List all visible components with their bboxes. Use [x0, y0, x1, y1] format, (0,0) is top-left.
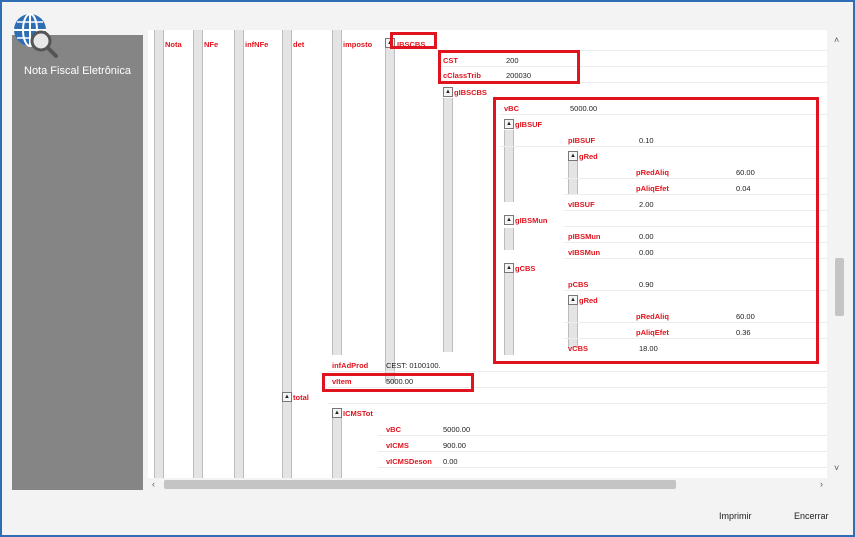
tree-bar: [332, 418, 342, 478]
field-vbc-value: 5000.00: [570, 104, 598, 113]
field-predaliq-label: pRedAliq: [636, 312, 669, 321]
field-vitem-label: vItem: [332, 377, 352, 386]
field-infadprod-value: CEST: 0100100.: [386, 361, 441, 370]
field-vicms-value: 900.00: [443, 441, 466, 450]
tree-bar: [282, 402, 292, 478]
tree-bar: [504, 228, 514, 250]
node-gibsuf[interactable]: gIBSUF: [515, 120, 543, 129]
node-total[interactable]: total: [293, 393, 309, 402]
tree-bar: [282, 30, 292, 478]
field-cclasstrib-value: 200030: [506, 71, 532, 80]
node-det[interactable]: det: [293, 40, 305, 49]
node-imposto[interactable]: imposto: [343, 40, 373, 49]
node-icmstot[interactable]: ICMSTot: [343, 409, 373, 418]
field-pibsuf-value: 0.10: [639, 136, 654, 145]
tree-bar: [568, 304, 578, 348]
field-vbc-label: vBC: [386, 425, 402, 434]
field-paliqefet-label: pAliqEfet: [636, 184, 669, 193]
field-pcbs-label: pCBS: [568, 280, 589, 289]
field-pibsmun-label: pIBSMun: [568, 232, 601, 241]
field-predaliq-value: 60.00: [736, 312, 755, 321]
field-vitem-value: 5000.00: [386, 377, 414, 386]
highlight-box: [322, 373, 474, 392]
field-vcbs-value: 18.00: [639, 344, 658, 353]
field-vibsuf-label: vIBSUF: [568, 200, 595, 209]
field-vicmsdeson-label: vICMSDeson: [386, 457, 432, 466]
field-vcbs-label: vCBS: [568, 344, 589, 353]
field-cst-value: 200: [506, 56, 519, 65]
node-nota[interactable]: Nota: [165, 40, 182, 49]
tree-bar: [385, 42, 395, 383]
field-predaliq-label: pRedAliq: [636, 168, 669, 177]
tree-bar: [568, 158, 578, 194]
node-gibsmun[interactable]: gIBSMun: [515, 216, 548, 225]
collapse-icon[interactable]: ▲: [504, 215, 514, 225]
node-gcbs[interactable]: gCBS: [515, 264, 536, 273]
tree-bar: [154, 30, 164, 478]
tree-bar: [234, 30, 244, 478]
globe-search-icon: [14, 13, 58, 58]
collapse-icon[interactable]: ▲: [332, 408, 342, 418]
node-gred[interactable]: gRed: [579, 152, 598, 161]
tree-bar: [193, 30, 203, 478]
scroll-down-icon[interactable]: ˅: [834, 463, 840, 473]
sidebar: Nota Fiscal Eletrônica: [12, 35, 143, 490]
field-pibsuf-label: pIBSUF: [568, 136, 596, 145]
field-vibsuf-value: 2.00: [639, 200, 654, 209]
close-button[interactable]: Encerrar: [794, 511, 829, 521]
document-tree-viewer[interactable]: Nota NFe infNFe det imposto ▲ IBSCBS CST…: [148, 30, 827, 478]
field-infadprod-label: infAdProd: [332, 361, 369, 370]
field-pibsmun-value: 0.00: [639, 232, 654, 241]
field-paliqefet-value: 0.36: [736, 328, 751, 337]
field-paliqefet-label: pAliqEfet: [636, 328, 669, 337]
node-gred[interactable]: gRed: [579, 296, 598, 305]
collapse-icon[interactable]: ▲: [568, 151, 578, 161]
highlight-box: [493, 97, 819, 364]
scroll-thumb[interactable]: [835, 258, 844, 316]
field-predaliq-value: 60.00: [736, 168, 755, 177]
field-paliqefet-value: 0.04: [736, 184, 751, 193]
scroll-up-icon[interactable]: ˄: [834, 35, 840, 45]
vertical-scrollbar[interactable]: ˄ ˅: [829, 30, 847, 478]
collapse-icon[interactable]: ▲: [568, 295, 578, 305]
field-vicmsdeson-value: 0.00: [443, 457, 458, 466]
field-vibsmun-label: vIBSMun: [568, 248, 601, 257]
tree-bar: [443, 98, 453, 352]
node-nfe[interactable]: NFe: [204, 40, 219, 49]
field-vbc-value: 5000.00: [443, 425, 471, 434]
horizontal-scrollbar[interactable]: ‹ ›: [148, 478, 827, 491]
field-vbc-label: vBC: [504, 104, 520, 113]
field-vibsmun-value: 0.00: [639, 248, 654, 257]
collapse-icon[interactable]: ▲: [443, 87, 453, 97]
scroll-thumb[interactable]: [164, 480, 676, 489]
field-pcbs-value: 0.90: [639, 280, 654, 289]
field-vicms-label: vICMS: [386, 441, 409, 450]
tree-bar: [332, 30, 342, 355]
collapse-icon[interactable]: ▲: [282, 392, 292, 402]
highlight-box: [438, 50, 580, 84]
sidebar-title: Nota Fiscal Eletrônica: [24, 65, 131, 77]
scroll-left-icon[interactable]: ‹: [152, 479, 155, 489]
tree-bar: [504, 130, 514, 202]
print-button[interactable]: Imprimir: [719, 511, 752, 521]
field-cst-label: CST: [443, 56, 458, 65]
field-cclasstrib-label: cClassTrib: [443, 71, 481, 80]
tree-bar: [504, 273, 514, 355]
node-ibscbs[interactable]: IBSCBS: [397, 40, 426, 49]
highlight-box: [390, 32, 437, 49]
collapse-icon[interactable]: ▲: [504, 119, 514, 129]
collapse-icon[interactable]: ▲: [504, 263, 514, 273]
scroll-right-icon[interactable]: ›: [820, 479, 823, 489]
node-infnfe[interactable]: infNFe: [245, 40, 269, 49]
node-gibscbs[interactable]: gIBSCBS: [454, 88, 487, 97]
